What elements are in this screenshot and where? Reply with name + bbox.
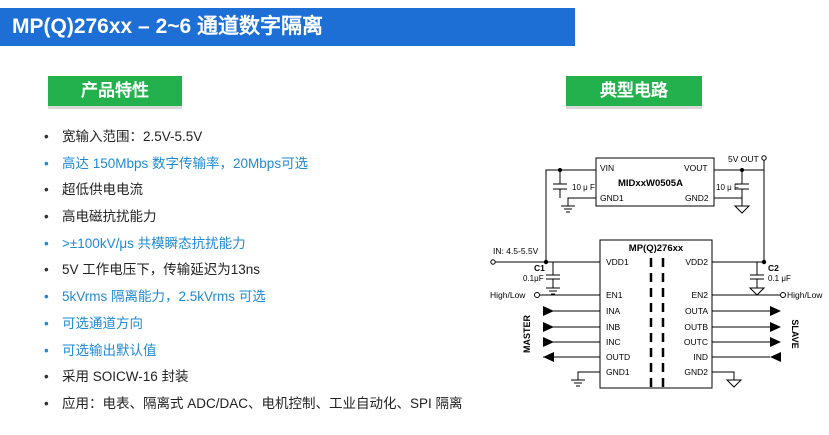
feature-item: 采用 SOICW-16 封装 <box>40 364 510 391</box>
isolator-part-number: MP(Q)276xx <box>629 243 684 254</box>
master-label: MASTER <box>522 315 532 354</box>
pin-en1: EN1 <box>606 290 623 300</box>
isolator-chip-box <box>599 239 713 389</box>
feature-item: 超低供电电流 <box>40 177 510 204</box>
ground-icon <box>546 205 585 387</box>
cap-left-value: 10 μ F <box>572 183 595 192</box>
pin-vdd1: VDD1 <box>606 257 629 267</box>
dcdc-module-box <box>595 157 715 207</box>
page-title: MP(Q)276xx – 2~6 通道数字隔离 <box>0 8 575 46</box>
feature-item: 宽输入范围：2.5V-5.5V <box>40 124 510 151</box>
pin-gnd1: GND1 <box>606 367 630 377</box>
dcdc-vout-pin: VOUT <box>684 163 708 173</box>
pin-inb: INB <box>606 322 621 332</box>
feature-item: 应用：电表、隔离式 ADC/DAC、电机控制、工业自动化、SPI 隔离 <box>40 391 510 418</box>
pin-outa: OUTA <box>685 306 708 316</box>
feature-list: 宽输入范围：2.5V-5.5V 高达 150Mbps 数字传输率，20Mbps可… <box>40 124 510 418</box>
features-section-label: 产品特性 <box>48 76 182 109</box>
pin-outd: OUTD <box>606 352 630 362</box>
feature-item: 5kVrms 隔离能力，2.5kVrms 可选 <box>40 284 510 311</box>
dcdc-gnd1-pin: GND1 <box>600 193 624 203</box>
c1-value: 0.1μF <box>523 274 544 283</box>
isolated-ground-icon <box>725 205 766 388</box>
feature-item: 5V 工作电压下，传输延迟为13ns <box>40 257 510 284</box>
signal-arrow-icon <box>543 306 781 362</box>
pin-ind: IND <box>693 352 708 362</box>
enable-right-label: High/Low <box>787 290 823 300</box>
c1-label: C1 <box>534 263 545 273</box>
feature-item: 可选通道方向 <box>40 311 510 338</box>
circuit-section-label: 典型电路 <box>566 76 702 109</box>
feature-item: >±100kV/μs 共模瞬态抗扰能力 <box>40 231 510 258</box>
pin-outb: OUTB <box>684 322 708 332</box>
c2-label: C2 <box>768 263 779 273</box>
cap-right-value: 10 μ F <box>716 183 739 192</box>
c2-value: 0.1 μF <box>768 274 791 283</box>
pin-gnd2: GND2 <box>684 367 708 377</box>
input-voltage-label: IN: 4.5-5.5V <box>493 246 539 256</box>
pin-outc: OUTC <box>684 337 708 347</box>
feature-item: 可选输出默认值 <box>40 338 510 365</box>
pin-vdd2: VDD2 <box>685 257 708 267</box>
feature-item: 高达 150Mbps 数字传输率，20Mbps可选 <box>40 151 510 178</box>
slave-label: SLAVE <box>790 319 800 348</box>
pin-ina: INA <box>606 306 621 316</box>
dcdc-vin-pin: VIN <box>600 163 614 173</box>
out-label: 5V OUT <box>728 154 759 164</box>
feature-item: 高电磁抗扰能力 <box>40 204 510 231</box>
pin-inc: INC <box>606 337 621 347</box>
enable-left-label: High/Low <box>490 290 526 300</box>
dcdc-gnd2-pin: GND2 <box>685 193 709 203</box>
dcdc-part-number: MIDxxW0505A <box>618 178 683 189</box>
pin-en2: EN2 <box>691 290 708 300</box>
